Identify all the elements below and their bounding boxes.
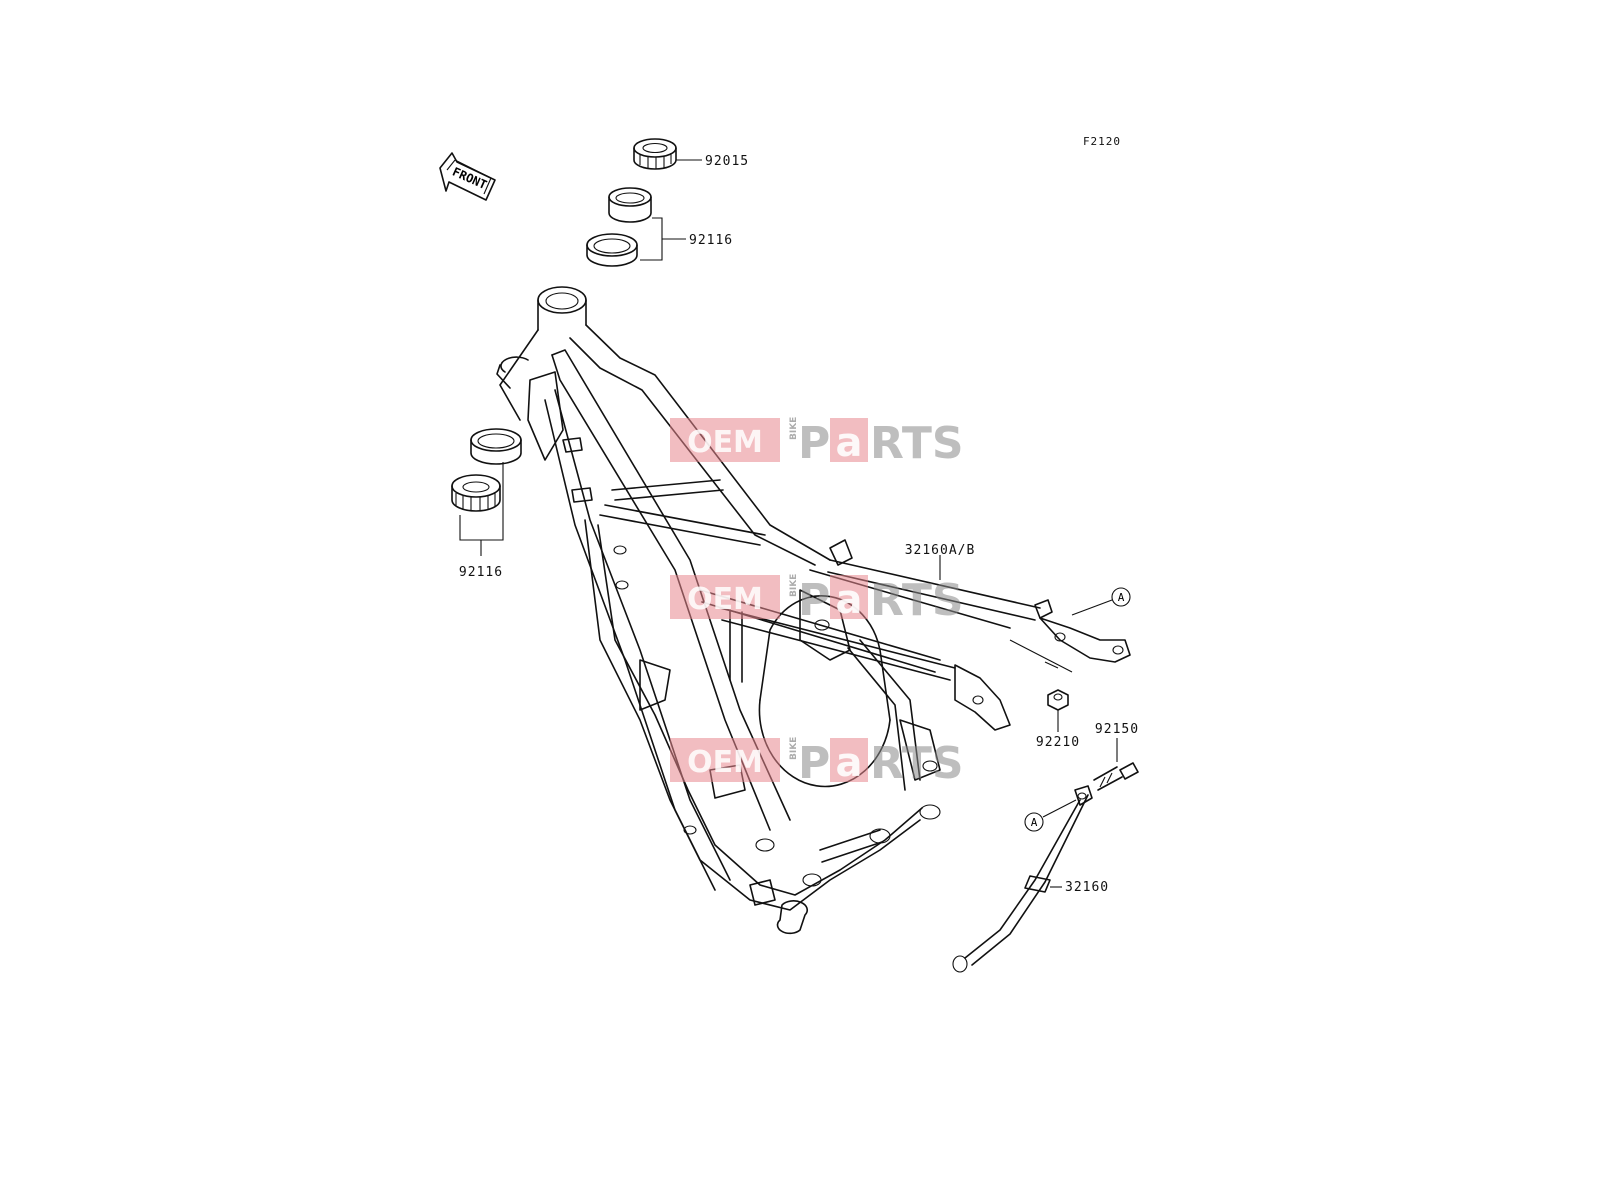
callout-a-circle-top — [1111, 587, 1131, 607]
callout-a-bottom: A — [1031, 816, 1038, 829]
callout-a-circle-bottom — [1024, 812, 1044, 832]
upper-bearing-race-2 — [586, 233, 638, 267]
svg-text:RTS: RTS — [870, 738, 964, 789]
svg-text:BIKE: BIKE — [789, 737, 799, 760]
part-label-92116-top: 92116 — [689, 233, 733, 248]
callout-a-top: A — [1118, 591, 1125, 604]
part-label-92210: 92210 — [1036, 735, 1080, 750]
frame-stay-32160 — [952, 785, 1093, 973]
svg-text:a: a — [836, 740, 863, 786]
svg-text:RTS: RTS — [870, 575, 964, 626]
svg-text:OEM: OEM — [687, 745, 763, 780]
bolt-92150 — [1093, 762, 1139, 791]
part-label-92150: 92150 — [1095, 722, 1139, 737]
steering-stem-nut — [633, 138, 677, 170]
part-label-32160ab: 32160A/B — [905, 543, 976, 558]
svg-text:a: a — [836, 577, 863, 623]
svg-text:P: P — [798, 738, 830, 789]
svg-text:P: P — [798, 575, 830, 626]
reference-code: F2120 — [1083, 135, 1121, 148]
svg-text:RTS: RTS — [870, 418, 964, 469]
svg-text:OEM: OEM — [687, 425, 763, 460]
watermark-1: OEM BIKE P a RTS — [670, 417, 964, 469]
upper-bearing-race-1 — [608, 187, 652, 223]
part-label-92015: 92015 — [705, 154, 749, 169]
front-arrow-icon: FRONT — [439, 152, 496, 201]
svg-text:BIKE: BIKE — [789, 574, 799, 597]
part-label-92116-left: 92116 — [459, 565, 503, 580]
svg-text:BIKE: BIKE — [789, 417, 799, 440]
svg-text:a: a — [836, 420, 863, 466]
lower-bearing-race-1 — [470, 428, 522, 465]
watermark-3: OEM BIKE P a RTS — [670, 737, 964, 789]
svg-text:OEM: OEM — [687, 582, 763, 617]
watermark-2: OEM BIKE P a RTS — [670, 574, 964, 626]
part-label-32160: 32160 — [1065, 880, 1109, 895]
lower-bearing-race-2 — [451, 474, 501, 512]
svg-text:P: P — [798, 418, 830, 469]
nut-92210 — [1047, 689, 1069, 711]
